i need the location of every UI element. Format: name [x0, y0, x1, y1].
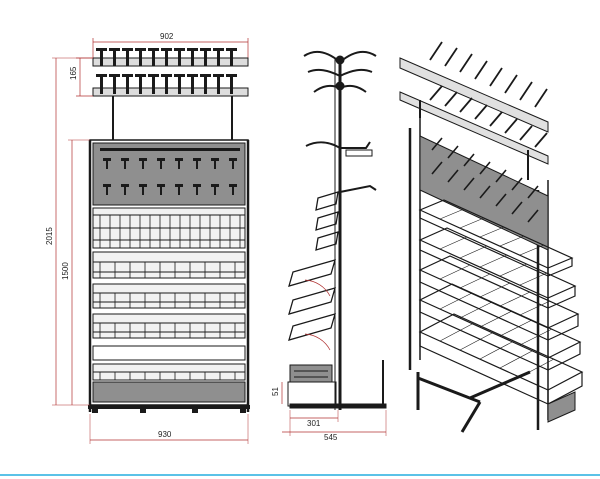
side-view: [281, 50, 387, 436]
dim-base-height: 51: [271, 387, 280, 396]
dim-base-width: 930: [158, 430, 172, 439]
dim-foot-depth: 301: [307, 419, 321, 428]
lower-hook-row: [96, 74, 237, 94]
isometric-view: [399, 41, 584, 433]
front-feet: [88, 405, 250, 413]
front-view: [52, 38, 250, 444]
dim-header-height: 165: [69, 66, 78, 80]
dim-total-height: 2015: [45, 227, 54, 245]
iso-basket-grid: [439, 208, 555, 378]
upper-hook-row: [96, 48, 237, 66]
pegboard-hooks: [100, 148, 240, 195]
dim-side-depth: 545: [324, 433, 338, 442]
iso-peg-hooks: [431, 137, 539, 223]
iso-floor-legs: [416, 370, 531, 433]
dim-top-width: 902: [160, 32, 174, 41]
side-baskets: [288, 191, 339, 341]
shelf-bars: [99, 215, 241, 380]
iso-top-hooks: [429, 41, 548, 148]
iso-baskets: [418, 199, 584, 405]
dim-body-height: 1500: [61, 262, 70, 280]
bottom-accent-rule: [0, 474, 600, 476]
front-shelves: [92, 207, 246, 403]
